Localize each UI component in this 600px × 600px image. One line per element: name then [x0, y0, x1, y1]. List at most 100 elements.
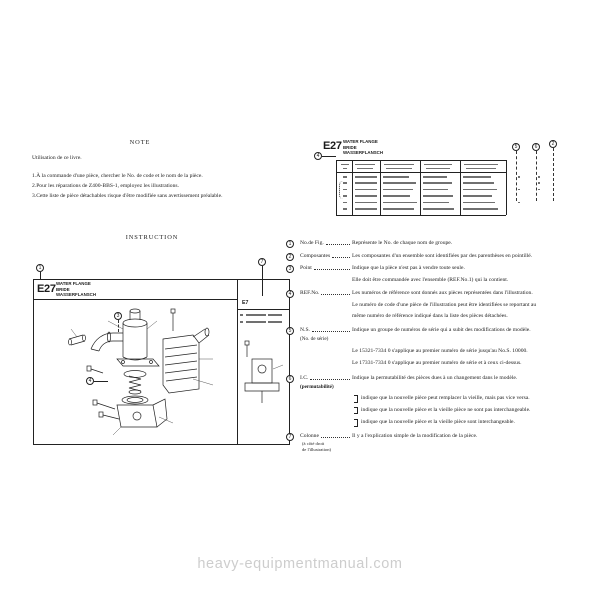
legend-sublabel: (No. de série)	[300, 336, 329, 342]
illustration-title-de: WASSERFLANSCH	[56, 292, 97, 297]
fig-no-marker: 1	[36, 264, 44, 272]
ic-bracket-symbol	[354, 395, 358, 403]
illegible-text-bar	[355, 188, 377, 191]
point-marker: 3	[114, 312, 122, 320]
ic-bracket-symbol	[354, 407, 358, 414]
illegible-text-bar	[386, 167, 412, 169]
marker-leader-line	[94, 381, 108, 382]
legend-text: Représente le No. de chaque nom de group…	[352, 240, 453, 246]
component-bracket	[339, 181, 343, 199]
legend-label: No.de Fig.	[300, 240, 324, 246]
legend-text: Indique la permutabilité des pièces dues…	[352, 375, 518, 381]
illegible-text-bar	[240, 321, 243, 323]
illegible-text-bar	[268, 314, 282, 316]
illegible-text-bar	[423, 176, 447, 178]
illegible-text-bar	[355, 182, 377, 184]
sample-fig-number: E27	[323, 140, 342, 152]
ref-no-marker: 4	[86, 377, 94, 385]
illegible-text-bar	[463, 201, 495, 204]
marker-leader-line	[322, 156, 336, 157]
illegible-text-bar	[240, 314, 243, 316]
illegible-text-bar	[426, 167, 450, 169]
note-item: 1.À la commande d'une pièce, chercher le…	[32, 173, 203, 179]
table-rule	[336, 160, 506, 161]
illegible-text-bar	[355, 163, 375, 165]
illegible-text-bar	[423, 195, 453, 197]
legend-sublabel: de l'illustration)	[302, 447, 332, 452]
illegible-text-bar	[355, 208, 377, 210]
dotted-leader	[320, 437, 350, 438]
illegible-text-bar	[246, 321, 266, 323]
remarks-column-divider	[237, 279, 238, 445]
illustration-title-fr: BRIDE	[56, 286, 70, 292]
illegible-text-bar	[343, 208, 347, 210]
illegible-text-bar	[538, 182, 540, 184]
illegible-text-bar	[268, 321, 282, 323]
legend-label: REF.No.	[300, 290, 320, 296]
dotted-leader	[313, 269, 350, 270]
illegible-text-bar	[341, 163, 349, 165]
table-rule	[460, 160, 461, 215]
illegible-text-bar	[343, 176, 347, 178]
legend-marker: 4	[286, 289, 294, 298]
illegible-text-bar	[518, 188, 520, 191]
illegible-text-bar	[383, 182, 416, 184]
legend-row-interchangeability: 6 I.C. Indique la permutabilité des pièc…	[286, 374, 518, 383]
legend-text: Il y a l'explication simple de la modifi…	[352, 433, 478, 439]
legend-sublabel: (à côté droit	[302, 441, 325, 446]
remarks-column-header: E7	[242, 300, 249, 306]
illustration-header-rule	[33, 299, 237, 300]
illegible-text-bar	[464, 163, 498, 165]
legend-text: Indique un groupe de numéros de série qu…	[352, 327, 531, 333]
legend-text: Elle doit être commandée avec l'ensemble…	[352, 277, 509, 283]
legend-text: Les composantes d'un ensemble sont ident…	[352, 253, 533, 259]
illegible-text-bar	[423, 201, 449, 204]
illegible-text-bar	[518, 201, 520, 204]
legend-row-components: 2 Composantes Les composantes d'un ensem…	[286, 252, 533, 261]
dotted-leader	[325, 244, 350, 245]
column-marker: 5	[512, 143, 520, 151]
note-title: NOTE	[129, 139, 151, 146]
legend-label: Composantes	[300, 253, 331, 259]
legend-row-column: 7 Colonne Il y a l'explication simple de…	[286, 432, 478, 441]
marker-leader-line	[40, 272, 41, 279]
illegible-text-bar	[466, 167, 496, 169]
illegible-text-bar	[357, 167, 373, 169]
illegible-text-bar	[423, 188, 448, 191]
illegible-text-bar	[463, 208, 498, 210]
legend-marker: 3	[286, 264, 294, 273]
sample-title-de: WASSERFLANSCH	[343, 150, 384, 155]
table-rule	[352, 160, 353, 215]
legend-row-ref-no: 4 REF.No. Les numéros de référence sont …	[286, 289, 533, 298]
column-guide-line	[516, 151, 517, 201]
illegible-text-bar	[463, 188, 497, 191]
illegible-text-bar	[355, 201, 377, 204]
water-flange-exploded-drawing	[68, 308, 284, 436]
column-marker: 2	[549, 140, 557, 148]
legend-marker: 7	[286, 432, 294, 441]
legend-marker: 1	[286, 239, 294, 248]
legend-text: Le numéro de code d'une pièce de l'illus…	[352, 302, 537, 308]
marker-leader-line	[118, 320, 119, 332]
column-marker: 6	[532, 143, 540, 151]
remarks-column-rule	[237, 309, 290, 310]
legend-text: Indique que la pièce n'est pas à vendre …	[352, 265, 465, 271]
table-rule	[380, 160, 381, 215]
legend-label: I.C.	[300, 375, 309, 381]
legend-row-point: 3 Point Indique que la pièce n'est pas à…	[286, 264, 465, 273]
illegible-text-bar	[343, 195, 347, 197]
illustration-frame	[33, 279, 290, 445]
illegible-text-bar	[355, 176, 377, 178]
note-item: 3.Cette liste de pièce détachables risqu…	[32, 193, 223, 199]
illegible-text-bar	[424, 163, 452, 165]
legend-text: indique que la nouvelle pièce et la viei…	[361, 407, 531, 413]
column-guide-line	[553, 148, 554, 201]
illegible-text-bar	[384, 163, 414, 165]
sample-title-fr: BRIDE	[343, 144, 357, 150]
table-rule	[506, 160, 507, 215]
illustration-title-en: WATER FLANGE	[56, 281, 91, 286]
legend-marker: 2	[286, 252, 294, 261]
illegible-text-bar	[343, 188, 347, 191]
dotted-leader	[321, 294, 350, 295]
legend-label: N.S.	[300, 327, 310, 333]
